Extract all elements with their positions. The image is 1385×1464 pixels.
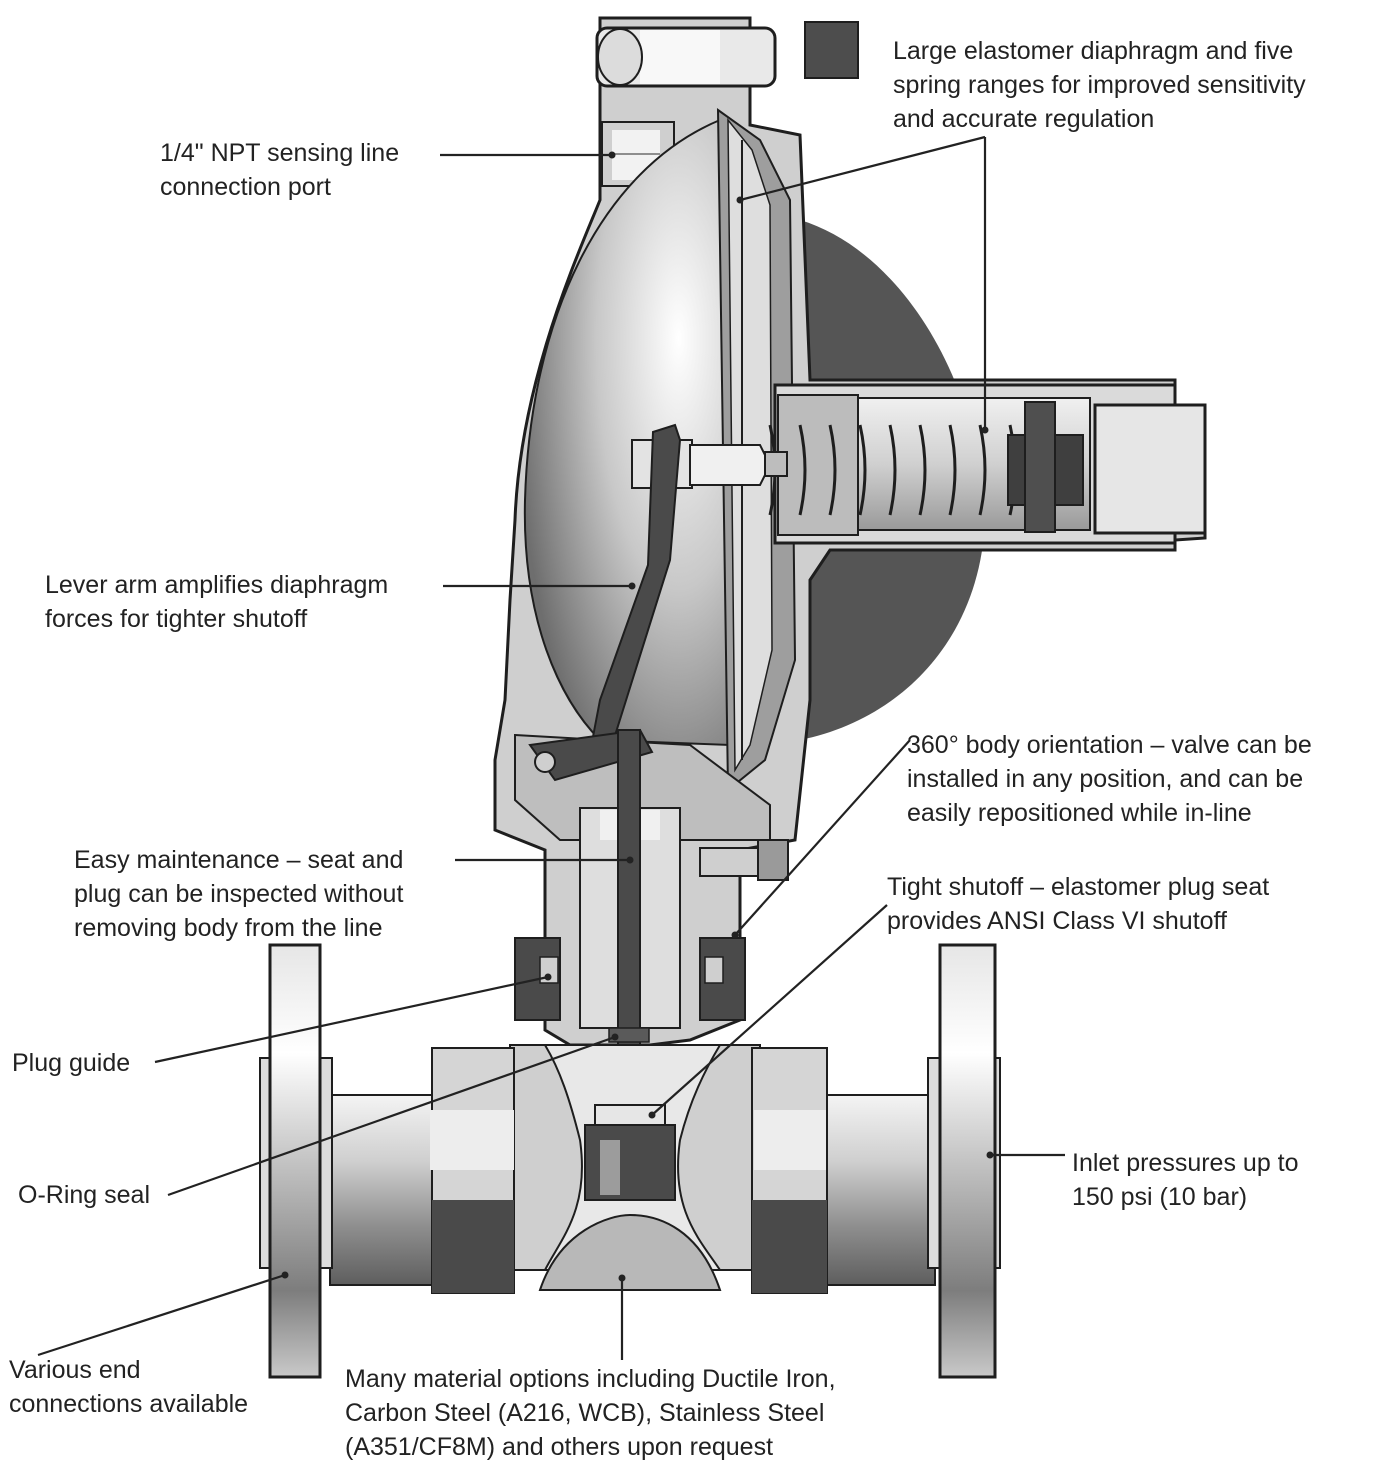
right-flange — [927, 943, 1001, 1379]
callout-line: connections available — [9, 1390, 249, 1418]
valve-body — [509, 1044, 761, 1291]
leader-shutoff — [651, 904, 888, 1116]
callout-line: Lever arm amplifies diaphragm — [45, 571, 389, 599]
callout-materials: Many material options including Ductile … — [345, 1362, 836, 1464]
callout-line: Large elastomer diaphragm and five — [893, 37, 1294, 65]
callout-line: easily repositioned while in-line — [907, 799, 1252, 827]
callout-oring: O-Ring seal — [18, 1178, 150, 1212]
callout-inlet: Inlet pressures up to 150 psi (10 bar) — [1072, 1146, 1299, 1214]
callout-line: forces for tighter shutoff — [45, 605, 308, 633]
callout-line: connection port — [160, 173, 331, 201]
callout-line: Plug guide — [12, 1049, 131, 1077]
leader-dots — [281, 151, 994, 1282]
callout-line: Various end — [9, 1356, 141, 1384]
callout-line: Easy maintenance – seat and — [74, 846, 404, 874]
leader-end-connections — [37, 1273, 286, 1357]
callout-end-connections: Various end connections available — [9, 1353, 248, 1421]
spring-barrel — [773, 383, 1207, 545]
left-flange — [259, 943, 333, 1379]
callout-orientation: 360° body orientation – valve can be ins… — [907, 728, 1312, 830]
leader-plug-guide — [154, 975, 549, 1064]
leader-lines — [37, 135, 1065, 1360]
spring-adjuster — [1007, 401, 1084, 533]
callout-line: 150 psi (10 bar) — [1072, 1183, 1248, 1211]
callout-line: Inlet pressures up to — [1072, 1149, 1299, 1177]
callout-line: (A351/CF8M) and others upon request — [345, 1433, 774, 1461]
leader-oring — [167, 1035, 616, 1197]
callout-line: installed in any position, and can be — [907, 765, 1304, 793]
callout-line: spring ranges for improved sensitivity — [893, 71, 1306, 99]
pipe-run — [329, 1047, 936, 1294]
callout-line: and accurate regulation — [893, 105, 1155, 133]
callout-line: O-Ring seal — [18, 1181, 150, 1209]
callout-plug-guide: Plug guide — [12, 1046, 130, 1080]
callout-lever-arm: Lever arm amplifies diaphragm forces for… — [45, 568, 388, 636]
callout-line: Many material options including Ductile … — [345, 1365, 836, 1393]
leader-diaphragm-branch — [739, 135, 986, 202]
callout-line: plug can be inspected without — [74, 880, 404, 908]
callout-line: Carbon Steel (A216, WCB), Stainless Stee… — [345, 1399, 825, 1427]
callout-sensing-port: 1/4" NPT sensing line connection port — [160, 136, 399, 204]
callout-line: removing body from the line — [74, 914, 383, 942]
callout-line: 360° body orientation – valve can be — [907, 731, 1312, 759]
callout-maintenance: Easy maintenance – seat and plug can be … — [74, 843, 403, 945]
callout-line: Tight shutoff – elastomer plug seat — [887, 873, 1270, 901]
callout-shutoff: Tight shutoff – elastomer plug seat prov… — [887, 870, 1269, 938]
callout-line: provides ANSI Class VI shutoff — [887, 907, 1227, 935]
diaphragm-chamber — [523, 119, 731, 747]
callout-diaphragm: Large elastomer diaphragm and five sprin… — [893, 34, 1306, 136]
valve-stem — [608, 729, 650, 1141]
leader-orientation — [734, 739, 911, 936]
top-vent-cap — [595, 21, 859, 88]
callout-line: 1/4" NPT sensing line — [160, 139, 400, 167]
